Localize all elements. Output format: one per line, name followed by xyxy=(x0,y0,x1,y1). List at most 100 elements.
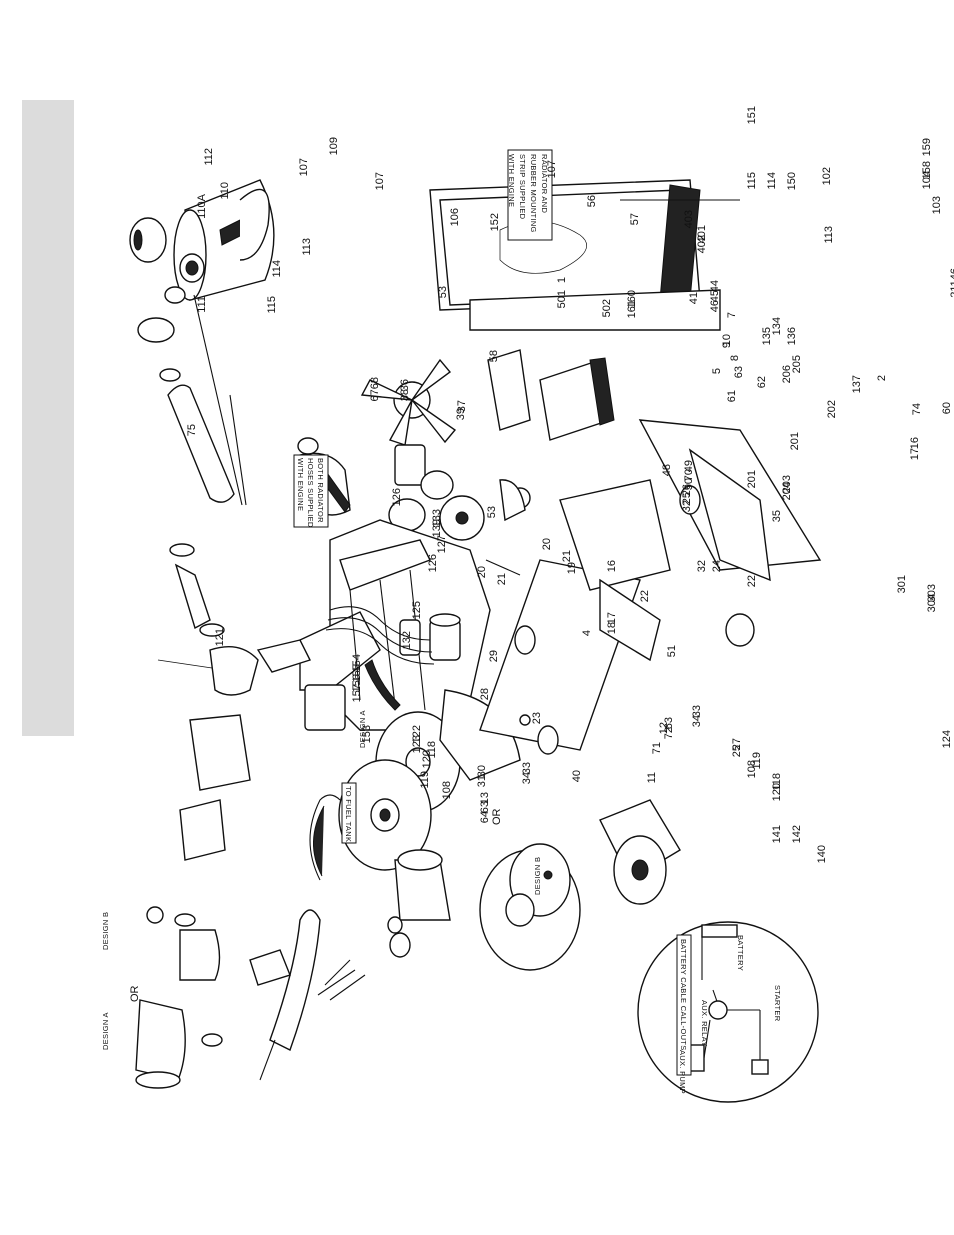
callout-115: 115 xyxy=(266,296,278,314)
callout-403: 403 xyxy=(683,210,695,228)
callout-156: 156 xyxy=(351,674,363,692)
callout-22a: 22 xyxy=(639,590,651,602)
aux-pump-label: AUX. PUMP xyxy=(678,1050,687,1094)
callout-127: 127 xyxy=(436,535,448,553)
callout-203: 203 xyxy=(781,475,793,493)
callout-151: 151 xyxy=(746,106,758,124)
design-label: DESIGN B xyxy=(533,857,542,895)
callout-114b: 114 xyxy=(766,172,778,190)
callout-107b: 107 xyxy=(374,172,386,190)
callout-31: 31 xyxy=(476,775,488,787)
design-labels: DESIGN A DESIGN B DESIGN A DESIGN B OR O… xyxy=(101,710,542,1050)
fuel-and-alternator xyxy=(179,714,451,958)
callout-75: 75 xyxy=(186,424,198,436)
note-line: HOSES SUPPLIED xyxy=(306,458,315,528)
callout-136: 136 xyxy=(786,327,798,345)
design-label: DESIGN B xyxy=(101,912,110,950)
callout-33b: 33 xyxy=(691,705,703,717)
callout-5: 5 xyxy=(711,368,723,374)
callout-19: 19 xyxy=(566,562,578,574)
callout-205: 205 xyxy=(791,355,803,373)
callout-56: 56 xyxy=(586,195,598,207)
callout-35: 35 xyxy=(771,510,783,522)
callout-202: 202 xyxy=(826,400,838,418)
design-label: DESIGN A xyxy=(101,1012,110,1050)
callout-160: 160 xyxy=(626,290,638,308)
callout-502: 502 xyxy=(601,299,613,317)
callout-38: 38 xyxy=(399,389,411,401)
callout-32b: 32 xyxy=(681,500,693,512)
callout-153: 153 xyxy=(361,725,373,743)
engine-block xyxy=(256,519,491,731)
callout-303: 303 xyxy=(926,584,938,602)
radiator xyxy=(429,179,740,331)
callout-159: 159 xyxy=(921,138,933,156)
callout-26: 26 xyxy=(681,484,693,496)
callout-58: 58 xyxy=(488,350,500,362)
battery-circle-labels: BATTERY AUX. RELAY STARTER AUX. PUMP xyxy=(678,935,782,1094)
callout-204: 204 xyxy=(781,482,793,500)
callout-107c: 107 xyxy=(546,160,558,178)
callout-122: 122 xyxy=(411,725,423,743)
callout-103a: 103 xyxy=(931,196,943,214)
callout-24: 24 xyxy=(711,560,723,572)
flywheel-assembly xyxy=(338,689,581,971)
aux-relay-label: AUX. RELAY xyxy=(700,1000,709,1047)
callout-61: 61 xyxy=(726,390,738,402)
note-battery-callouts: BATTERY CABLE CALL-OUTS xyxy=(676,934,692,1076)
callout-51: 51 xyxy=(666,645,678,657)
callout-123: 123 xyxy=(411,735,423,753)
callout-40: 40 xyxy=(571,770,583,782)
callout-152: 152 xyxy=(489,213,501,231)
note-radiator-mounting: RADIATOR AND RUBBER MOUNTING STRIP SUPPL… xyxy=(507,149,553,241)
note-line: RUBBER MOUNTING xyxy=(529,154,538,233)
callout-118a: 118 xyxy=(426,741,438,759)
mount-brackets xyxy=(479,419,822,755)
callout-402: 402 xyxy=(696,235,708,253)
callout-150: 150 xyxy=(786,172,798,190)
callout-17b: 17 xyxy=(909,448,921,460)
callout-111: 111 xyxy=(196,296,208,313)
callout-112: 112 xyxy=(203,148,215,166)
callout-110: 110 xyxy=(219,182,231,200)
note-line: STRIP SUPPLIED xyxy=(518,154,527,220)
callout-154: 154 xyxy=(351,654,363,672)
callout-13: 13 xyxy=(479,792,491,804)
callout-206: 206 xyxy=(781,365,793,383)
callout-46: 46 xyxy=(709,300,721,312)
callout-60: 60 xyxy=(941,402,953,414)
callout-33a: 33 xyxy=(521,762,533,774)
callout-70: 70 xyxy=(683,469,695,481)
or-label: OR xyxy=(491,808,503,825)
callout-201b: 201 xyxy=(746,470,758,488)
callout-126b: 126 xyxy=(427,554,439,572)
callout-139: 139 xyxy=(431,519,443,537)
callout-110a: 110A xyxy=(196,193,208,219)
callout-63c: 63 xyxy=(733,366,745,378)
callout-124: 124 xyxy=(941,730,953,748)
callout-44: 44 xyxy=(709,280,721,292)
fan-and-hoses xyxy=(297,358,531,541)
exhaust-system xyxy=(135,906,366,1089)
callout-301: 301 xyxy=(896,575,908,593)
note-fuel-tank: TO FUEL TANK xyxy=(341,782,357,844)
callout-120a: 120 xyxy=(421,750,433,768)
callout-107a: 107 xyxy=(298,158,310,176)
callout-304: 304 xyxy=(926,594,938,612)
callout-133: 133 xyxy=(431,509,443,527)
callout-501: 501 xyxy=(556,290,568,308)
callout-120b: 120 xyxy=(771,783,783,801)
callout-104a: 104 xyxy=(921,171,933,189)
callout-201a: 201 xyxy=(789,432,801,450)
callout-63b: 63 xyxy=(663,717,675,729)
callout-41: 41 xyxy=(688,292,700,304)
note-radiator-hoses: BOTH RADIATOR HOSES SUPPLIED WITH ENGINE xyxy=(293,454,329,528)
callout-34b: 34 xyxy=(691,715,703,727)
callout-141: 141 xyxy=(771,825,783,843)
callout-22b: 22 xyxy=(746,575,758,587)
callout-74: 74 xyxy=(911,403,923,415)
callout-1: 1 xyxy=(556,277,568,283)
callout-9: 9 xyxy=(721,342,733,348)
